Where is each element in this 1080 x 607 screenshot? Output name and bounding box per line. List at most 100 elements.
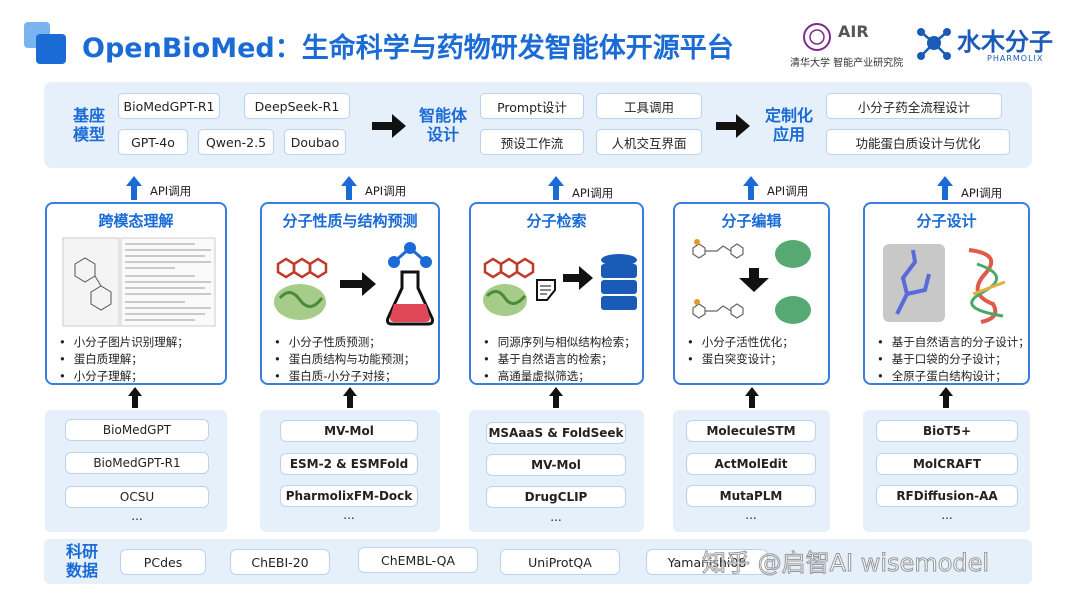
dataset-label: 科研数据 [65,542,98,580]
capability-card-cross-modal: 跨模态理解 小分子图片识别理解； 蛋白质理解； 小分子理解； [45,202,227,385]
model-pill: MutaPLM [686,485,816,507]
arrow-up-icon [939,387,953,408]
card-bullet: 同源序列与相似结构检索； [483,334,638,351]
card-bullet: 小分子活性优化； [687,334,824,351]
card-bullet: 基于自然语言的分子设计； [877,334,1030,351]
arrow-up-icon [743,176,759,200]
api-call-label: API调用 [572,186,614,200]
card-bullets: 小分子性质预测； 蛋白质结构与功能预测； 蛋白质-小分子对接； [274,334,434,385]
more-models: ... [745,508,757,522]
arrow-up-icon [343,387,357,408]
api-call-label: API调用 [767,184,809,198]
card-bullets: 小分子图片识别理解； 蛋白质理解； 小分子理解； [59,334,221,385]
app-item-pill: 小分子药全流程设计 [826,93,1002,119]
card-title: 分子检索 [526,212,587,230]
base-model-pill: Qwen-2.5 [198,129,274,155]
arrow-up-icon [548,176,564,200]
card-bullets: 基于自然语言的分子设计； 基于口袋的分子设计； 全原子蛋白结构设计； [877,334,1030,385]
card-bullet: 小分子性质预测； [274,334,434,351]
api-call-label: API调用 [150,184,192,198]
more-models: ... [941,508,953,522]
card-title: 分子性质与结构预测 [282,212,418,230]
more-models: ... [343,508,355,522]
model-pill: BioMedGPT [65,419,209,441]
model-pill: PharmolixFM-Dock [280,485,418,507]
model-pill: MV-Mol [280,420,418,442]
company-subtitle: PHARMOLIX [987,54,1044,63]
model-pill: MolCRAFT [876,453,1018,475]
card-bullet: 蛋白质理解； [59,351,221,368]
document-molecule-illustration [62,237,216,327]
more-models: ... [550,510,562,524]
agent-item-pill: 人机交互界面 [596,129,702,155]
prediction-illustration [274,242,434,326]
arrow-up-icon [341,176,357,200]
model-pill: OCSU [65,486,209,508]
dataset-pill: Yamanishi08 [646,549,768,575]
card-title: 跨模态理解 [98,212,174,230]
base-model-pill: Doubao [284,129,346,155]
arrow-up-icon [937,176,953,200]
model-pill: MoleculeSTM [686,420,816,442]
model-pill: ESM-2 & ESMFold [280,453,418,475]
arrow-up-icon [126,176,142,200]
page-title: OpenBioMed：生命科学与药物研发智能体开源平台 [82,33,734,64]
api-call-label: API调用 [961,186,1003,200]
model-pill: ActMolEdit [686,453,816,475]
arrow-up-icon [745,387,759,408]
base-model-pill: GPT-4o [118,129,188,155]
editing-illustration [692,239,811,324]
more-models: ... [131,509,143,523]
model-pill: BioT5+ [876,420,1018,442]
tsinghua-seal-icon [803,23,831,51]
arrow-right-icon [716,114,750,138]
agent-item-pill: Prompt设计 [480,93,584,119]
pharmolix-logo: 水木分子 PHARMOLIX [915,20,1075,70]
agent-item-pill: 工具调用 [596,93,702,119]
capability-card-design: 分子设计 基于自然语言的分子设计； 基于口袋的分子设计； 全原子蛋白结构设计； [863,202,1030,385]
model-pill: MV-Mol [486,454,626,476]
card-bullet: 蛋白突变设计； [687,351,824,368]
openbiomed-logo-icon [24,22,66,64]
watermark: 知乎 @启智AI wisemodel [701,549,990,578]
card-bullets: 同源序列与相似结构检索； 基于自然语言的检索； 高通量虚拟筛选； [483,334,638,385]
card-bullet: 小分子图片识别理解； [59,334,221,351]
custom-app-label: 定制化应用 [764,106,813,144]
dataset-pill: PCdes [120,549,206,575]
model-pill: BioMedGPT-R1 [65,452,209,474]
molecule-logo-icon [917,28,951,60]
institute-name: 清华大学 智能产业研究院 [790,58,904,69]
dataset-pill: ChEBI-20 [230,549,330,575]
card-bullet: 基于口袋的分子设计； [877,351,1024,368]
model-pill: DrugCLIP [486,486,626,508]
capability-card-retrieval: 分子检索 同源序列与相似结构检索； 基于自然语言的检索； 高通量虚拟筛选； [469,202,644,385]
base-model-pill: BioMedGPT-R1 [118,93,220,119]
card-bullet: 蛋白质结构与功能预测； [274,351,434,368]
retrieval-illustration [483,254,637,316]
capability-card-editing: 分子编辑 小分子活性优化； 蛋白突变设计； [673,202,830,385]
app-item-pill: 功能蛋白质设计与优化 [826,129,1010,155]
model-pill: MSAaaS & FoldSeek [486,422,626,444]
card-bullets: 小分子活性优化； 蛋白突变设计； [687,334,824,368]
base-model-label: 基座模型 [72,106,105,144]
model-pill: RFDiffusion-AA [876,485,1018,507]
agent-design-label: 智能体设计 [418,106,467,144]
arrow-up-icon [549,387,563,408]
card-title: 分子编辑 [721,212,782,230]
card-bullet: 小分子理解； [59,368,221,385]
design-illustration [883,244,1006,324]
card-bullet: 高通量虚拟筛选； [483,368,638,385]
card-bullet: 蛋白质-小分子对接； [274,368,434,385]
company-name: 水木分子 [957,28,1053,56]
institute-logo: AIR 清华大学 智能产业研究院 [790,22,904,69]
arrow-right-icon [372,114,406,138]
card-bullet: 基于自然语言的检索； [483,351,638,368]
air-mark: AIR [838,22,869,41]
dataset-pill: ChEMBL-QA [358,547,478,573]
capability-card-property-prediction: 分子性质与结构预测 小分子性质预测； 蛋白质结构与功能预测； 蛋白质-小分子对接… [260,202,440,385]
card-bullet: 全原子蛋白结构设计； [877,368,1024,385]
api-call-label: API调用 [365,184,407,198]
arrow-up-icon [128,387,142,408]
card-title: 分子设计 [916,212,977,230]
